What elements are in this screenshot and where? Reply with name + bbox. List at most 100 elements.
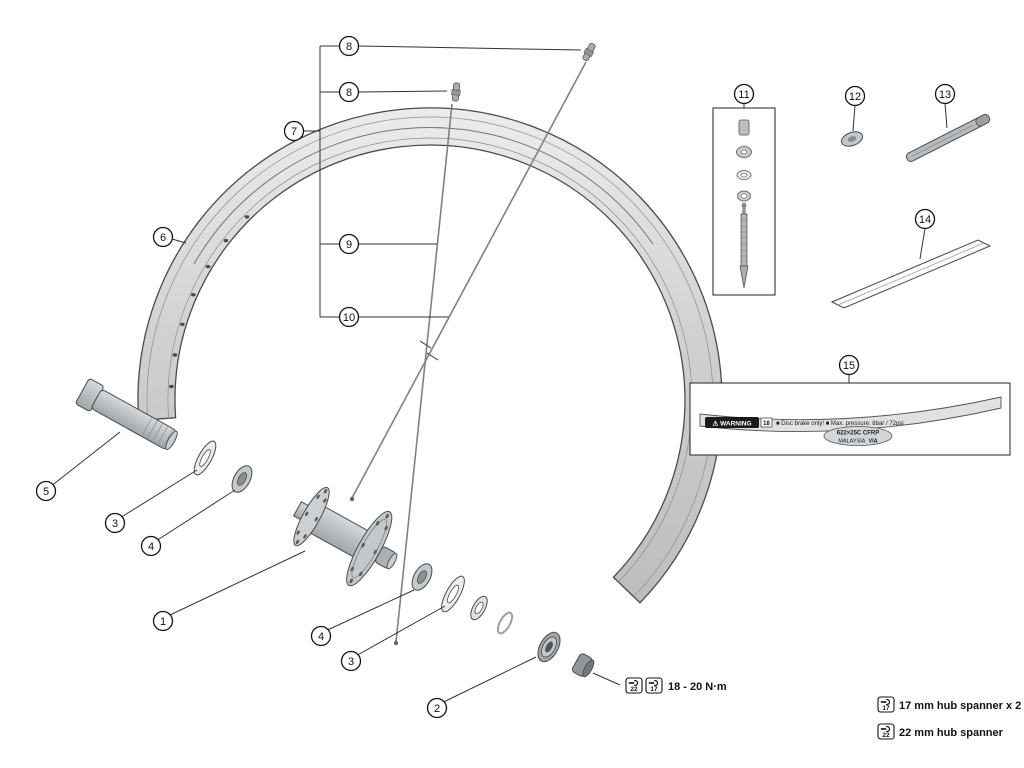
rim-plug — [840, 131, 864, 147]
callout-number: 3 — [348, 656, 354, 668]
leader-4b — [327, 589, 415, 631]
spanner-17-icon: 17 — [645, 677, 663, 694]
cone-right — [411, 563, 433, 591]
callout-9: 9 — [338, 233, 360, 255]
spoke-tick-2 — [426, 352, 439, 361]
callout-number: 13 — [939, 89, 951, 101]
callout-number: 7 — [291, 126, 297, 138]
spanner-size: 22 — [882, 732, 890, 739]
spanner-22-icon: 22 — [877, 723, 895, 740]
spanner-size: 17 — [650, 686, 658, 693]
callout-1: 1 — [152, 610, 174, 632]
end-cap — [571, 653, 595, 678]
valve-nut — [736, 146, 752, 158]
spanner-size: 17 — [882, 705, 890, 712]
callout-14: 14 — [914, 208, 936, 230]
spoke-tick-1 — [419, 340, 432, 349]
callout-6: 6 — [152, 226, 174, 248]
leader-4a — [157, 489, 236, 541]
hub-body — [292, 486, 398, 587]
leader-torque — [592, 672, 621, 686]
valve-washer — [736, 170, 752, 180]
brand-mark: VIA — [868, 439, 877, 445]
leader-8a — [357, 45, 582, 51]
lock-nut — [537, 631, 561, 663]
sticker-strip — [699, 396, 1002, 433]
leader-14 — [919, 228, 926, 260]
spec-text: 622×25C CFRP — [837, 431, 880, 437]
spanner-size: 22 — [630, 686, 638, 693]
callout-number: 4 — [148, 541, 154, 553]
hub-flange-left — [293, 486, 330, 547]
callout-7: 7 — [283, 120, 305, 142]
callout-number: 4 — [318, 631, 324, 643]
spoke-nipple-10 — [582, 42, 596, 62]
legend-label: 22 mm hub spanner — [899, 727, 1004, 739]
legend-label: 17 mm hub spanner x 2 — [899, 700, 1021, 712]
seal-ring — [470, 595, 488, 621]
spoke-9-head — [393, 640, 399, 646]
valve-cap — [738, 119, 750, 136]
warning-label: ⚠ WARNING 18 ■ Disc brake only! ■ Max. p… — [705, 417, 904, 428]
valve-stem — [739, 202, 749, 289]
callout-number: 11 — [738, 89, 749, 101]
valve-o-ring — [737, 190, 751, 202]
callout-3-b: 3 — [340, 650, 362, 672]
hub-flange-left-holes — [295, 488, 328, 545]
callout-number: 9 — [346, 239, 352, 251]
axle — [75, 378, 178, 451]
tire-lever — [905, 113, 991, 163]
spokes — [349, 42, 596, 646]
o-ring — [496, 611, 514, 635]
spoke-9 — [395, 103, 453, 643]
callout-11: 11 — [733, 83, 755, 105]
rim-tape — [830, 239, 992, 309]
warning-code: 18 — [763, 421, 770, 427]
torque-note: 22 17 18 - 20 N·m — [625, 677, 727, 694]
callout-4-a: 4 — [140, 535, 162, 557]
callout-12: 12 — [844, 85, 866, 107]
leader-12 — [852, 105, 856, 132]
leader-1 — [169, 550, 306, 616]
rim-sidewall-arc — [193, 127, 654, 265]
legend-spanner-17: 17 17 mm hub spanner x 2 — [877, 696, 1021, 713]
spanner-22-icon: 22 — [625, 677, 643, 694]
leader-13 — [944, 103, 948, 129]
washer-right — [441, 575, 465, 613]
callout-7-bracket — [303, 45, 339, 318]
callout-3-a: 3 — [104, 512, 126, 534]
legend-spanner-22: 22 22 mm hub spanner — [877, 723, 1004, 740]
callout-number: 2 — [434, 703, 440, 715]
leader-3a — [121, 469, 198, 518]
hub-assembly — [75, 378, 595, 678]
callout-number: 1 — [160, 616, 166, 628]
washer-left — [193, 440, 217, 476]
leader-2 — [443, 656, 537, 703]
callout-number: 8 — [346, 41, 352, 53]
leader-6 — [171, 238, 187, 244]
hub-flange-right-holes — [349, 513, 389, 584]
callout-number: 5 — [43, 486, 49, 498]
leader-lines — [52, 45, 948, 703]
callout-8-a: 8 — [338, 35, 360, 57]
warning-text: ■ Disc brake only! ■ Max. pressure: 8bar… — [776, 421, 904, 427]
callout-number: 8 — [346, 87, 352, 99]
cone-left — [231, 465, 253, 493]
spoke-nipple-9 — [451, 82, 461, 102]
rim-inner-detail-arc — [167, 137, 693, 583]
leader-3b — [357, 605, 446, 656]
callout-number: 14 — [919, 214, 931, 226]
tool-legend: 17 17 mm hub spanner x 2 22 22 mm hub sp… — [877, 696, 1021, 740]
callout-8-b: 8 — [338, 81, 360, 103]
warning-title: ⚠ WARNING — [712, 420, 751, 428]
callout-number: 3 — [112, 518, 118, 530]
callout-5: 5 — [35, 480, 57, 502]
callout-13: 13 — [934, 83, 956, 105]
spoke-10-head — [349, 496, 355, 502]
callout-number: 10 — [343, 312, 355, 324]
callout-2: 2 — [426, 697, 448, 719]
